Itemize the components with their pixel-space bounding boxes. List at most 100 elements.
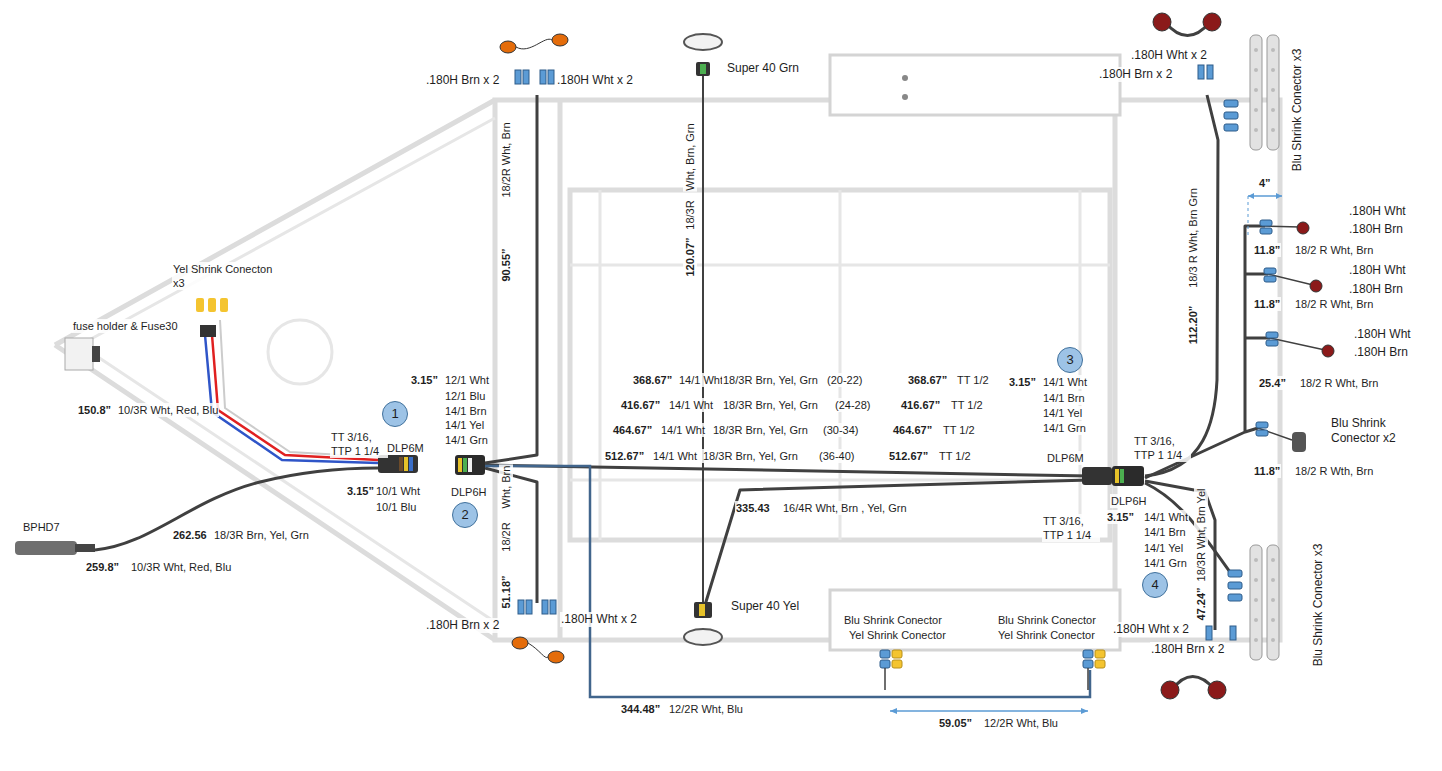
wiring-label: 14/1 Brn bbox=[1042, 391, 1086, 405]
wiring-label: 512.67” bbox=[604, 449, 645, 463]
wiring-label: 18/3R bbox=[683, 199, 697, 230]
wiring-label: 14/1 Wht bbox=[1143, 510, 1189, 524]
wiring-label: 14/1 Grn bbox=[444, 433, 489, 447]
callout-circle: 1 bbox=[382, 401, 408, 427]
wiring-label: 512.67” bbox=[888, 449, 929, 463]
wiring-label: 10/3R Wht, Red, Blu bbox=[130, 560, 232, 574]
callout-number: 2 bbox=[461, 508, 468, 522]
wiring-label: TT 1/2 bbox=[950, 398, 984, 412]
wiring-label: Wht, Brn bbox=[499, 465, 513, 510]
wiring-label: .180H Brn x 2 bbox=[1150, 642, 1225, 657]
wiring-label: .180H Wht bbox=[1353, 327, 1412, 342]
wiring-label: 18/2R Wht, Brn bbox=[499, 121, 513, 198]
wiring-label: 18/3R Brn, Yel, Grn bbox=[702, 449, 799, 463]
wiring-label: 14/1 Wht bbox=[678, 373, 724, 387]
wiring-label: .180H Wht x 2 bbox=[556, 73, 634, 88]
wiring-label: 11.8” bbox=[1253, 243, 1281, 257]
wiring-label: 10/1 Blu bbox=[375, 500, 417, 514]
wiring-label: 10/3R Wht, Red, Blu bbox=[117, 403, 219, 417]
wiring-label: .180H Wht x 2 bbox=[1112, 622, 1190, 637]
wiring-label: 90.55” bbox=[499, 247, 513, 282]
wiring-label: (24-28) bbox=[834, 398, 871, 412]
wiring-label: 14/1 Yel bbox=[1042, 406, 1083, 420]
wiring-label: 416.67” bbox=[900, 398, 941, 412]
wiring-label: .180H Wht x 2 bbox=[1130, 48, 1208, 63]
wiring-label: 335.43 bbox=[735, 501, 771, 515]
wiring-label: 3.15” bbox=[1106, 510, 1135, 524]
wiring-label: 262.56 bbox=[172, 528, 208, 542]
wiring-label: .180H Wht bbox=[1348, 263, 1407, 278]
wiring-label: 3.15” bbox=[346, 484, 375, 498]
wiring-label: (20-22) bbox=[826, 373, 863, 387]
wiring-label: .180H Brn bbox=[1353, 345, 1409, 360]
wiring-label: 18/3R Brn, Yel, Grn bbox=[712, 423, 809, 437]
callout-circle: 4 bbox=[1142, 572, 1168, 598]
wiring-label: Wht, Brn, Grn bbox=[683, 122, 697, 191]
wiring-label: 416.67” bbox=[620, 398, 661, 412]
wiring-label: 14/1 Wht bbox=[1042, 375, 1088, 389]
wiring-label: 18/2 R Wht, Brn bbox=[1294, 297, 1374, 311]
wiring-label: Blu Shrink Conector x3 bbox=[1290, 48, 1305, 173]
wiring-label: 12/2R Wht, Blu bbox=[983, 716, 1059, 730]
wiring-label: TT 1/2 bbox=[956, 373, 990, 387]
wiring-label: 12/1 Wht bbox=[444, 373, 490, 387]
wiring-label: .180H Brn bbox=[1348, 222, 1404, 237]
callout-number: 4 bbox=[1151, 578, 1158, 592]
wiring-label: 14/1 Wht bbox=[668, 398, 714, 412]
wiring-label: (36-40) bbox=[818, 449, 855, 463]
wiring-label: 14/1 Brn bbox=[1143, 525, 1187, 539]
wiring-label: Super 40 Grn bbox=[726, 61, 800, 76]
wiring-label: TT 1/2 bbox=[938, 449, 972, 463]
wiring-label: BPHD7 bbox=[22, 520, 61, 534]
wiring-label: 3.15” bbox=[1008, 375, 1037, 389]
wiring-label: .180H Wht x 2 bbox=[560, 612, 638, 627]
wiring-label: 120.07” bbox=[683, 236, 697, 277]
wiring-label: Blu Shrink Conector x3 bbox=[1311, 543, 1326, 668]
wiring-label: 25.4” bbox=[1258, 376, 1287, 390]
wiring-label: 18/2 R Wth, Brn bbox=[1294, 464, 1374, 478]
wiring-label: 51.18” bbox=[499, 574, 513, 609]
wiring-label: 14/1 Wht bbox=[660, 423, 706, 437]
wiring-label: 14/1 Yel bbox=[1143, 541, 1184, 555]
wiring-label: 10/1 Wht bbox=[375, 484, 421, 498]
wiring-label: 464.67” bbox=[892, 423, 933, 437]
wiring-label: 259.8” bbox=[85, 560, 120, 574]
wiring-label: 14/1 Grn bbox=[1042, 421, 1087, 435]
wiring-label: DLP6M bbox=[1046, 451, 1085, 465]
wiring-label: 12/2R Wht, Blu bbox=[668, 702, 744, 716]
wiring-label: 4” bbox=[1258, 176, 1272, 190]
wiring-label: 18/2 R Wht, Brn bbox=[1294, 243, 1374, 257]
wiring-label: 11.8” bbox=[1253, 464, 1281, 478]
wiring-label: 3.15” bbox=[410, 373, 439, 387]
wiring-label: 11.8” bbox=[1253, 297, 1281, 311]
wiring-label: 12/1 Blu bbox=[444, 389, 486, 403]
wiring-label: TT 3/16, TTP 1 1/4 bbox=[1133, 434, 1191, 462]
wiring-label: Blu Shrink Conector x2 bbox=[1330, 416, 1420, 446]
wiring-label: 18/2R bbox=[499, 521, 513, 552]
wiring-label: Yel Shrink Conector bbox=[848, 628, 947, 642]
wiring-label: 14/1 Brn bbox=[444, 404, 488, 418]
wiring-label: 112.20” bbox=[1186, 305, 1200, 346]
wiring-label: Blu Shrink Conector bbox=[997, 613, 1097, 627]
wiring-label: fuse holder & Fuse30 bbox=[72, 319, 179, 333]
wiring-label: 18/2 R Wht, Brn bbox=[1299, 376, 1379, 390]
wiring-label: 18/3R Brn, Yel, Grn bbox=[722, 373, 819, 387]
wiring-label: Super 40 Yel bbox=[730, 599, 800, 614]
wiring-label: .180H Brn x 2 bbox=[425, 73, 500, 88]
wiring-label: .180H Brn x 2 bbox=[1098, 67, 1173, 82]
wiring-label: .180H Brn bbox=[1348, 282, 1404, 297]
callout-number: 1 bbox=[391, 407, 398, 421]
wiring-label: 14/1 Wht bbox=[652, 449, 698, 463]
wiring-label: .180H Wht bbox=[1348, 204, 1407, 219]
wiring-label: .180H Brn x 2 bbox=[425, 618, 500, 633]
wiring-label: 14/1 Yel bbox=[444, 418, 485, 432]
wiring-label: TT 1/2 bbox=[942, 423, 976, 437]
wiring-label: 368.67” bbox=[907, 373, 948, 387]
wiring-label: 18/3R Brn, Yel, Grn bbox=[722, 398, 819, 412]
wiring-label: 344.48” bbox=[620, 702, 661, 716]
wiring-label: DLP6M bbox=[386, 441, 425, 455]
callout-number: 3 bbox=[1066, 353, 1073, 367]
wiring-label: 18/3R Brn, Yel, Grn bbox=[213, 528, 310, 542]
wiring-label: TT 3/16, TTP 1 1/4 bbox=[330, 430, 388, 458]
